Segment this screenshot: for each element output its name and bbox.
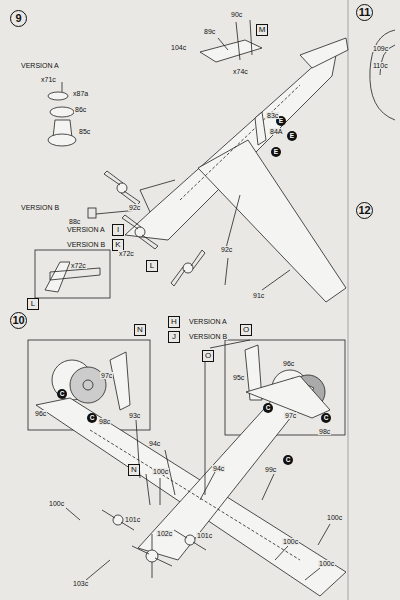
cement-marker: C	[283, 455, 293, 465]
cement-marker: C	[87, 413, 97, 423]
letter-box: L	[146, 260, 158, 272]
node-text: 10	[12, 315, 24, 326]
letter-box: J	[168, 331, 180, 343]
version-note: VERSION B	[20, 204, 60, 211]
cement-marker: C	[263, 403, 273, 413]
part-number: 86c	[74, 106, 87, 113]
step-number: 9	[10, 10, 27, 27]
letter-box: L	[27, 298, 39, 310]
cement-marker: E	[271, 147, 281, 157]
part-number: 83c	[266, 112, 279, 119]
part-number: 84A	[269, 128, 283, 135]
part-number: 100c	[282, 538, 299, 545]
part-number: 99c	[264, 466, 277, 473]
part-number: 96c	[34, 410, 47, 417]
part-number: 96c	[282, 360, 295, 367]
part-number: 98c	[98, 418, 111, 425]
part-number: 89c	[203, 28, 216, 35]
node-text: 12	[358, 205, 370, 216]
step-number: 11	[356, 4, 373, 21]
letter-box: O	[240, 324, 252, 336]
part-number: 101c	[124, 516, 141, 523]
part-number: x71c	[40, 76, 57, 83]
node-text: C	[286, 457, 291, 464]
part-number: x74c	[232, 68, 249, 75]
part-number: 90c	[230, 11, 243, 18]
node-text: I	[117, 226, 119, 234]
part-number: 100c	[326, 514, 343, 521]
part-number: 91c	[252, 292, 265, 299]
cement-marker: C	[57, 389, 67, 399]
part-number: x72c	[118, 250, 135, 257]
node-text: C	[324, 415, 329, 422]
part-number: x87a	[72, 90, 89, 97]
node-text: N	[137, 326, 143, 334]
part-number: 93c	[128, 412, 141, 419]
version-note: VERSION B	[188, 333, 228, 340]
part-number: 103c	[72, 580, 89, 587]
part-number: 104c	[170, 44, 187, 51]
node-text: J	[172, 333, 176, 341]
letter-box: O	[202, 350, 214, 362]
part-number: 100c	[48, 500, 65, 507]
part-number: 88c	[68, 218, 81, 225]
node-text: K	[115, 241, 120, 249]
node-text: 11	[359, 7, 371, 18]
node-text: L	[150, 262, 154, 270]
part-number: 85c	[78, 128, 91, 135]
version-note: VERSION B	[66, 241, 106, 248]
part-number: 95c	[232, 374, 245, 381]
node-text: E	[274, 149, 278, 156]
node-text: N	[131, 466, 137, 474]
cement-marker: C	[321, 413, 331, 423]
cement-marker: E	[287, 131, 297, 141]
part-number: 100c	[318, 560, 335, 567]
part-number: 110c	[372, 62, 389, 69]
part-number: 92c	[128, 204, 141, 211]
part-number: 94c	[212, 465, 225, 472]
letter-box: N	[134, 324, 146, 336]
letter-box: H	[168, 316, 180, 328]
letter-box: M	[256, 24, 268, 36]
part-number: x72c	[70, 262, 87, 269]
node-text: H	[171, 318, 177, 326]
node-text: O	[243, 326, 249, 334]
part-number: 100c	[152, 468, 169, 475]
part-number: 92c	[220, 246, 233, 253]
part-number: 109c	[372, 45, 389, 52]
letter-box: I	[112, 224, 124, 236]
node-text: E	[290, 133, 294, 140]
node-text: 9	[15, 13, 21, 24]
node-text: C	[266, 405, 271, 412]
version-note: VERSION A	[66, 226, 106, 233]
node-text: C	[60, 391, 65, 398]
step-number: 12	[356, 202, 373, 219]
part-number: 94c	[148, 440, 161, 447]
version-note: VERSION A	[188, 318, 228, 325]
node-text: M	[259, 26, 266, 34]
node-text: O	[205, 352, 211, 360]
node-text: C	[90, 415, 95, 422]
part-number: 101c	[196, 532, 213, 539]
letter-box: N	[128, 464, 140, 476]
step-number: 10	[10, 312, 27, 329]
part-number: 97c	[100, 372, 113, 379]
node-text: E	[279, 118, 283, 125]
part-number: 102c	[156, 530, 173, 537]
version-note: VERSION A	[20, 62, 60, 69]
part-number: 97c	[284, 412, 297, 419]
part-number: 98c	[318, 428, 331, 435]
node-text: L	[31, 300, 35, 308]
